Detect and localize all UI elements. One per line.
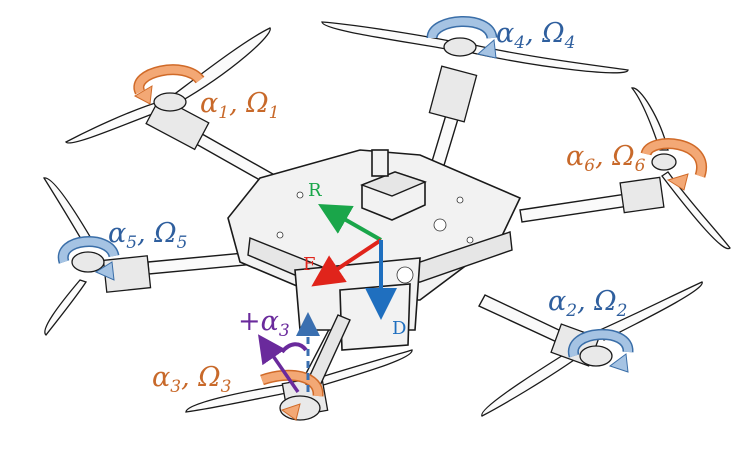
propeller-4 [321, 21, 629, 74]
rotation-arrow-1 [133, 64, 205, 105]
rotation-arrow-3 [260, 369, 324, 421]
rotation-arrow-6 [640, 138, 707, 191]
tilt-angle-arc [280, 342, 308, 354]
axis-r-arrow [318, 204, 382, 242]
rotor-label-1: α1, Ω1 [200, 88, 279, 123]
propeller-2 [481, 281, 703, 417]
motor-4 [428, 37, 478, 123]
motor-6 [619, 153, 677, 214]
rotor-label-2: α2, Ω2 [548, 286, 627, 321]
propellers [42, 21, 731, 417]
propeller-1 [65, 27, 271, 144]
rotor-label-4: α4, Ω4 [496, 18, 575, 53]
axis-label-d: D [392, 318, 406, 339]
tilt-axis-arrow [258, 334, 300, 393]
tilt-label: +α3 [238, 306, 290, 341]
axis-label-r: R [308, 180, 322, 201]
rotation-arrows [57, 16, 707, 421]
axis-f-arrow [311, 238, 383, 287]
propeller-3 [185, 349, 413, 413]
propeller-6 [630, 87, 731, 250]
motor-1 [145, 92, 210, 151]
motor-5 [71, 251, 152, 293]
rotor-labels: α1, Ω1 α4, Ω4 α6, Ω6 α5, Ω5 α2, Ω2 α3, Ω… [108, 18, 646, 397]
axis-label-f: F [303, 254, 316, 275]
rotor-label-3: α3, Ω3 [152, 362, 231, 397]
rotation-arrow-5 [57, 236, 120, 281]
body-axes: R F D [303, 180, 406, 339]
rotor-label-6: α6, Ω6 [566, 141, 646, 176]
rotation-arrow-2 [568, 328, 634, 373]
tilt-indicator [258, 312, 320, 393]
rotation-arrow-4 [426, 16, 498, 59]
rotor-label-5: α5, Ω5 [108, 218, 187, 253]
propeller-5 [42, 177, 93, 336]
